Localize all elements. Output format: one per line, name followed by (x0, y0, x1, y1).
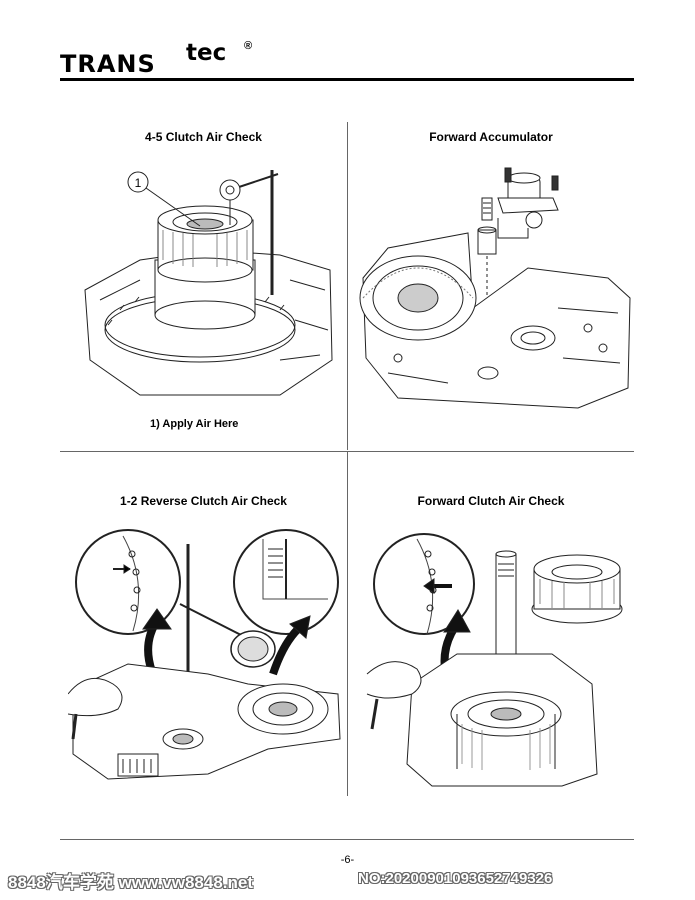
panel-title-4-5-clutch: 4-5 Clutch Air Check (145, 130, 262, 144)
header-rule (60, 78, 634, 81)
illustration-forward-accumulator (358, 158, 634, 418)
grid-divider-vertical-bottom (347, 452, 348, 796)
grid-divider-vertical-top (347, 122, 348, 450)
footer-rule (60, 839, 634, 840)
grid-divider-horizontal (60, 451, 634, 452)
panel-title-forward-clutch: Forward Clutch Air Check (417, 494, 565, 508)
panel-title-forward-accumulator: Forward Accumulator (429, 130, 553, 144)
illustration-1-2-reverse-clutch-air-check (68, 524, 342, 794)
watermark-right: NO:20200901093652749326 (358, 870, 553, 887)
illustration-forward-clutch-air-check (362, 524, 634, 794)
watermark-left: 8848汽车学苑 www.vw8848.net (8, 873, 254, 892)
caption-apply-air-here: 1) Apply Air Here (150, 418, 239, 430)
transtec-logo: TRANS tec ® (60, 38, 270, 78)
page-number: -6- (340, 854, 355, 866)
illustration-4-5-clutch-air-check: 1 (80, 160, 340, 400)
logo-registered-mark: ® (244, 40, 253, 52)
callout-number-1: 1 (135, 176, 142, 190)
logo-main-text: TRANS (60, 50, 156, 78)
panel-title-1-2-reverse-clutch: 1-2 Reverse Clutch Air Check (120, 494, 287, 508)
logo-super-text: tec (186, 40, 227, 66)
